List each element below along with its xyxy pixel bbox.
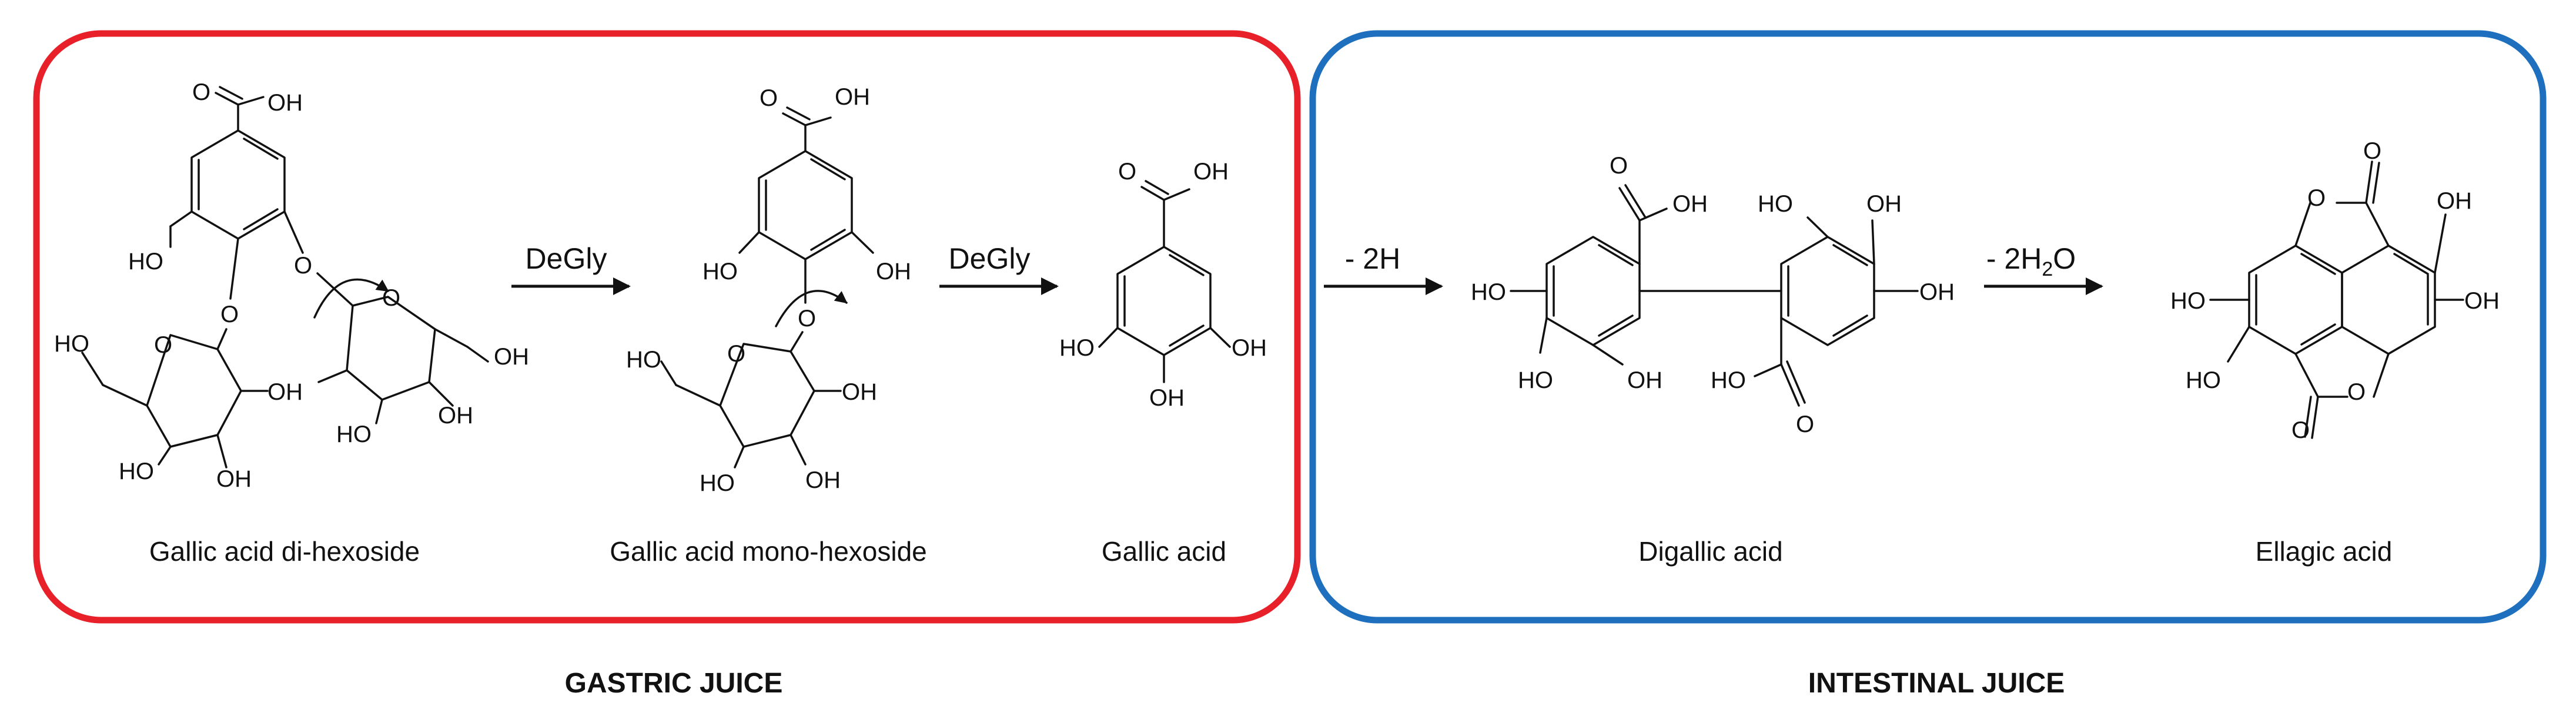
section-title-intestinal: INTESTINAL JUICE xyxy=(1808,668,2065,699)
atom-label: OH xyxy=(494,344,529,370)
step-label-degly-2: DeGly xyxy=(949,242,1031,275)
atom-label: OH xyxy=(216,466,252,492)
atom-label: HO xyxy=(2186,367,2221,393)
atom-label: HO xyxy=(54,331,89,357)
atom-label: O xyxy=(154,332,172,358)
structure-gallic-acid: O OH HO OH OH xyxy=(1059,159,1267,411)
atom-label: OH xyxy=(438,403,473,429)
atom-label: OH xyxy=(842,379,877,405)
step-label-degly-1: DeGly xyxy=(526,242,607,275)
atom-label: OH xyxy=(805,467,841,493)
structure-digallic-acid: O OH HO HO OH HO OH OH HO O xyxy=(1471,153,1955,437)
atom-label: O xyxy=(2347,379,2366,405)
atom-label: OH xyxy=(1919,279,1955,305)
atom-label: HO xyxy=(700,470,735,496)
atom-label: OH xyxy=(2437,188,2472,214)
step-label-part: O xyxy=(2053,242,2076,275)
atom-label: HO xyxy=(702,259,738,284)
atom-label: HO xyxy=(1471,279,1506,305)
atom-label: OH xyxy=(1866,191,1902,217)
atom-label: HO xyxy=(626,347,661,373)
atom-label: OH xyxy=(1627,367,1662,393)
atom-label: O xyxy=(220,302,239,327)
curved-reaction-arrow-icon xyxy=(775,290,848,327)
atom-label: HO xyxy=(1059,335,1095,361)
compound-name-gallic: Gallic acid xyxy=(1102,536,1226,567)
atom-label: O xyxy=(2363,138,2381,164)
step-label-minus-2h2o: - 2H2O xyxy=(1986,242,2076,280)
curved-reaction-arrow-icon xyxy=(313,278,389,319)
atom-label: HO xyxy=(1758,191,1793,217)
atom-label: HO xyxy=(1711,367,1746,393)
atom-label: HO xyxy=(119,458,154,484)
step-label-part: - 2H xyxy=(1986,242,2042,275)
atom-label: OH xyxy=(1193,159,1229,185)
atom-label: O xyxy=(2307,185,2326,211)
atom-label: O xyxy=(727,341,745,367)
atom-label: HO xyxy=(2170,288,2206,314)
compound-name-digallic: Digallic acid xyxy=(1638,536,1782,567)
gastric-juice-box xyxy=(33,30,1301,624)
atom-label: O xyxy=(294,253,312,279)
atom-label: O xyxy=(1796,411,1814,437)
atom-label: O xyxy=(192,79,210,105)
atom-label: O xyxy=(1118,159,1136,185)
atom-label: OH xyxy=(1232,335,1267,361)
atom-label: O xyxy=(760,85,778,111)
atom-label: HO xyxy=(1518,367,1553,393)
atom-label: OH xyxy=(1149,385,1185,411)
step-label-subscript: 2 xyxy=(2042,258,2053,280)
atom-label: O xyxy=(798,306,816,332)
atom-label: OH xyxy=(267,90,303,116)
atom-label: HO xyxy=(128,249,163,275)
step-label-minus-2h: - 2H xyxy=(1345,242,1400,275)
atom-label: O xyxy=(2291,417,2310,443)
structure-gallic-acid-mono-hexoside: O OH HO OH O O HO OH OH HO xyxy=(626,84,911,496)
intestinal-juice-box xyxy=(1309,30,2547,624)
atom-label: OH xyxy=(267,379,303,405)
atom-label: O xyxy=(1610,153,1628,179)
atom-label: OH xyxy=(1672,191,1708,217)
structure-gallic-acid-di-hexoside: O OH HO O O O HO OH OH HO O OH OH HO xyxy=(54,79,529,492)
compound-name-ellagic: Ellagic acid xyxy=(2256,536,2393,567)
atom-label: HO xyxy=(336,421,372,447)
structure-ellagic-acid: O O O O OH OH HO HO xyxy=(2170,138,2500,443)
atom-label: OH xyxy=(835,84,870,110)
atom-label: OH xyxy=(876,259,911,284)
compound-name-di-hexoside: Gallic acid di-hexoside xyxy=(149,536,420,567)
atom-label: OH xyxy=(2464,288,2500,314)
compound-name-mono-hexoside: Gallic acid mono-hexoside xyxy=(610,536,927,567)
section-title-gastric: GASTRIC JUICE xyxy=(565,668,783,699)
